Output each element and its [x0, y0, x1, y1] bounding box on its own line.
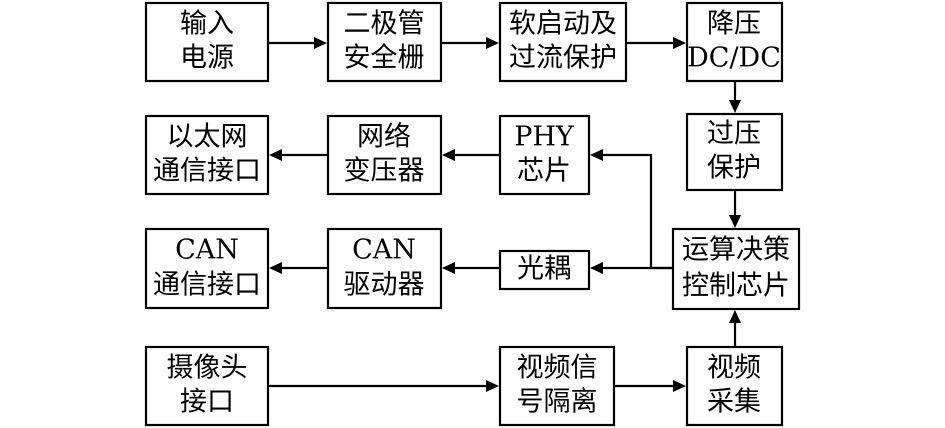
arrowhead-icon [590, 262, 603, 274]
node-input-power-line-1: 输入 [180, 9, 234, 40]
node-phy-chip: PHY 芯片 [498, 114, 591, 196]
arrowhead-icon [442, 149, 455, 161]
arrowhead-icon [442, 262, 455, 274]
node-can-port-line-1: CAN [175, 235, 239, 266]
edges [268, 37, 741, 392]
node-overvoltage-line-2: 保护 [707, 153, 761, 184]
node-video-isolation-line-1: 视频信 [517, 353, 598, 384]
node-buck-dcdc-line-1: 降压 [707, 9, 761, 40]
node-soft-start: 软启动及 过流保护 [498, 1, 628, 83]
node-can-driver: CAN 驱动器 [326, 227, 443, 310]
node-camera-port-line-2: 接口 [180, 387, 234, 418]
node-optocoupler: 光耦 [498, 249, 591, 291]
node-can-driver-line-2: 驱动器 [344, 270, 425, 301]
node-overvoltage-line-1: 过压 [707, 119, 761, 150]
node-controller: 运算决策 控制芯片 [671, 227, 801, 311]
node-video-capture-line-1: 视频 [707, 353, 761, 384]
edge-controller-to-phy-chip [602, 153, 672, 270]
node-diode-barrier-line-1: 二极管 [344, 9, 425, 40]
node-video-isolation-line-2: 号隔离 [517, 387, 598, 418]
node-diode-barrier-line-2: 安全栅 [344, 43, 425, 74]
node-optocoupler-line-1: 光耦 [517, 254, 571, 285]
node-diode-barrier: 二极管 安全栅 [326, 1, 443, 83]
node-can-port-line-2: 通信接口 [153, 270, 261, 301]
node-soft-start-line-1: 软启动及 [509, 9, 617, 40]
node-input-power: 输入 电源 [144, 1, 270, 83]
node-controller-line-2: 控制芯片 [682, 271, 790, 302]
arrowhead-icon [590, 149, 603, 161]
node-net-transformer-line-2: 变压器 [344, 156, 425, 187]
node-can-driver-line-1: CAN [352, 235, 416, 266]
arrowhead-icon [729, 215, 741, 228]
arrowhead-icon [673, 380, 686, 392]
node-buck-dcdc-line-2: DC/DC [687, 43, 781, 74]
node-overvoltage: 过压 保护 [685, 112, 784, 192]
node-net-transformer-line-1: 网络 [357, 122, 411, 153]
node-input-power-line-2: 电源 [180, 43, 234, 74]
node-ethernet-port-line-1: 以太网 [167, 122, 248, 153]
arrowhead-icon [486, 37, 499, 49]
arrowhead-icon [673, 37, 686, 49]
arrowhead-icon [314, 37, 327, 49]
node-phy-chip-line-2: 芯片 [517, 156, 571, 187]
node-net-transformer: 网络 变压器 [326, 114, 443, 196]
node-ethernet-port: 以太网 通信接口 [144, 114, 270, 196]
node-camera-port-line-1: 摄像头 [167, 353, 248, 384]
node-soft-start-line-2: 过流保护 [509, 43, 617, 74]
arrowhead-icon [729, 310, 741, 323]
arrowhead-icon [729, 100, 741, 113]
arrowhead-icon [486, 380, 499, 392]
arrowhead-icon [269, 262, 282, 274]
node-buck-dcdc: 降压 DC/DC [685, 1, 784, 83]
node-can-port: CAN 通信接口 [144, 227, 270, 310]
node-controller-line-1: 运算决策 [682, 235, 790, 266]
node-phy-chip-line-1: PHY [514, 122, 575, 153]
arrowhead-icon [269, 149, 282, 161]
node-video-capture: 视频 采集 [685, 345, 784, 427]
node-video-isolation: 视频信 号隔离 [498, 345, 616, 427]
node-camera-port: 摄像头 接口 [144, 345, 270, 427]
node-ethernet-port-line-2: 通信接口 [153, 156, 261, 187]
node-video-capture-line-2: 采集 [707, 387, 761, 418]
